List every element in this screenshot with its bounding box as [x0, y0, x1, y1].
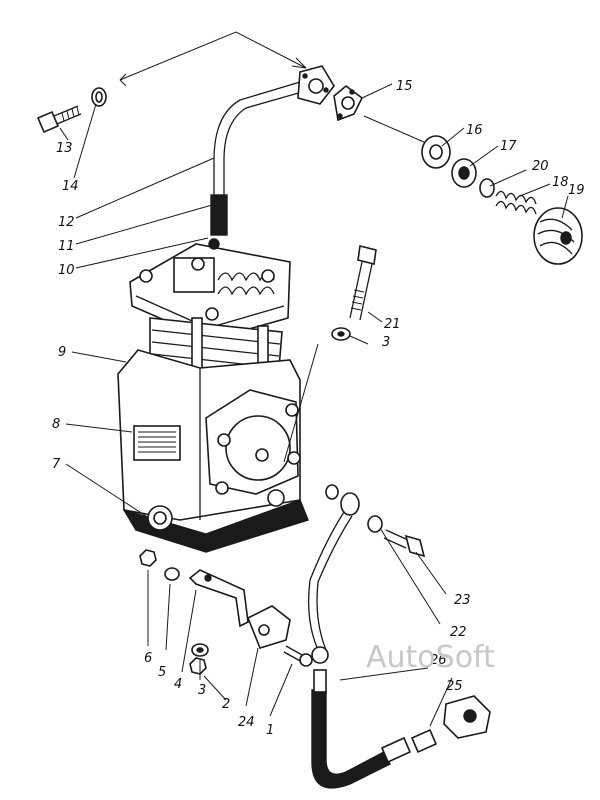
upper-pipe [210, 65, 335, 236]
callout-17: 17 [500, 139, 517, 154]
leader-lines [59, 31, 569, 727]
callout-26: 26 [430, 653, 447, 668]
callout-15: 15 [396, 79, 413, 94]
callout-5: 5 [158, 665, 166, 680]
callout-6: 6 [144, 651, 152, 666]
stud-and-washer [331, 245, 377, 341]
bolt-and-washer [36, 87, 107, 134]
callout-20: 20 [532, 159, 549, 174]
callout-25: 25 [446, 679, 463, 694]
callout-10: 10 [58, 263, 75, 278]
gasket [333, 84, 364, 122]
rubber-cushion [443, 695, 491, 739]
callout-11: 11 [58, 239, 75, 254]
callout-3-lower: 3 [198, 683, 206, 698]
compressor-head [129, 238, 291, 341]
callout-3-upper: 3 [382, 335, 390, 350]
callout-22: 22 [450, 625, 467, 640]
callout-14: 14 [62, 179, 79, 194]
bracket-and-clamp [188, 569, 313, 667]
callout-18: 18 [552, 175, 569, 190]
callout-21: 21 [384, 317, 401, 332]
crankcase [117, 349, 309, 553]
callout-13: 13 [56, 141, 73, 156]
callout-16: 16 [466, 123, 483, 138]
callouts: 1 2 3 3 4 5 6 7 8 9 10 11 12 13 14 15 16… [52, 79, 585, 738]
callout-19: 19 [568, 183, 585, 198]
pulley-group [421, 135, 583, 265]
callout-2: 2 [222, 697, 230, 712]
callout-12: 12 [58, 215, 75, 230]
callout-9: 9 [58, 345, 66, 360]
callout-24: 24 [238, 715, 255, 730]
callout-8: 8 [52, 417, 60, 432]
watermark: AutoSoft [366, 640, 495, 675]
small-fasteners [139, 549, 209, 675]
callout-7: 7 [52, 457, 61, 472]
bolt-23 [383, 529, 426, 558]
callout-4: 4 [174, 677, 182, 692]
lower-pipe [308, 484, 438, 789]
callout-23: 23 [454, 593, 471, 608]
callout-1: 1 [266, 723, 274, 738]
